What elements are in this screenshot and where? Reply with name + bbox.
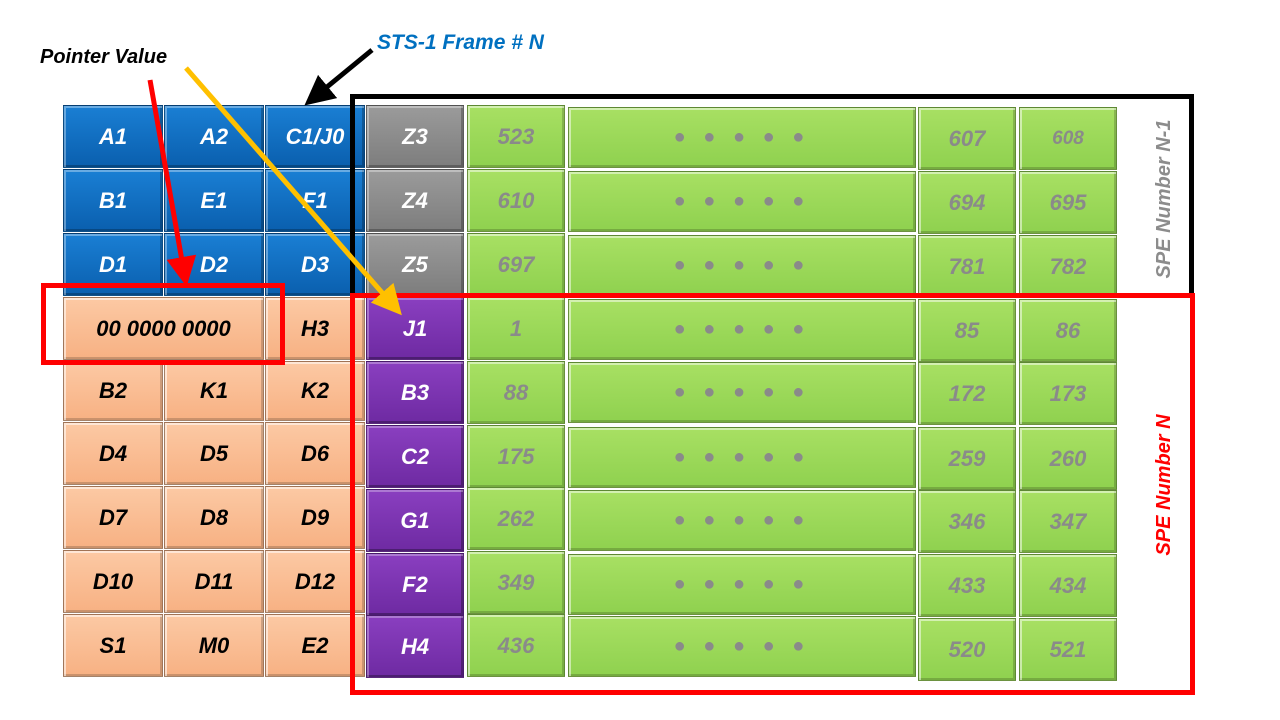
payload-cell-first: 349 (467, 551, 565, 614)
j1-arrow (184, 66, 402, 316)
payload-cell-penultimate: 607 (918, 107, 1016, 170)
payload-ellipsis: ● ● ● ● ● (568, 235, 916, 296)
overhead-cell-k1: K1 (164, 361, 264, 421)
poh-cell-f2: F2 (366, 553, 464, 616)
payload-cell-penultimate: 172 (918, 362, 1016, 425)
poh-cell-g1: G1 (366, 489, 464, 552)
sts1-frame-label: STS-1 Frame # N (377, 31, 544, 54)
payload-cell-penultimate: 694 (918, 171, 1016, 234)
overhead-cell-d11: D11 (164, 550, 264, 613)
frame-arrow (304, 48, 374, 106)
payload-ellipsis: ● ● ● ● ● (568, 490, 916, 551)
payload-ellipsis: ● ● ● ● ● (568, 299, 916, 360)
overhead-cell-m0: M0 (164, 614, 264, 677)
payload-ellipsis: ● ● ● ● ● (568, 554, 916, 615)
poh-cell-z3: Z3 (366, 105, 464, 168)
overhead-cell-f1: F1 (265, 169, 365, 232)
payload-cell-penultimate: 520 (918, 618, 1016, 681)
payload-cell-first: 436 (467, 614, 565, 677)
payload-cell-last: 86 (1019, 299, 1117, 362)
overhead-cell-s1: S1 (63, 614, 163, 677)
payload-cell-last: 521 (1019, 618, 1117, 681)
poh-cell-z4: Z4 (366, 169, 464, 232)
pointer-value-cell: 00 0000 0000 (63, 297, 264, 360)
poh-cell-h4: H4 (366, 615, 464, 678)
payload-cell-penultimate: 346 (918, 490, 1016, 553)
payload-cell-last: 173 (1019, 362, 1117, 425)
poh-cell-c2: C2 (366, 425, 464, 488)
payload-cell-last: 695 (1019, 171, 1117, 234)
payload-cell-first: 175 (467, 425, 565, 488)
payload-cell-first: 610 (467, 169, 565, 232)
spe-curr-box (350, 293, 1195, 695)
overhead-cell-d6: D6 (265, 422, 365, 485)
overhead-cell-e2: E2 (265, 614, 365, 677)
payload-ellipsis: ● ● ● ● ● (568, 362, 916, 423)
overhead-cell-b1: B1 (63, 169, 163, 232)
payload-cell-last: 608 (1019, 107, 1117, 170)
payload-cell-last: 347 (1019, 490, 1117, 553)
spe-prev-box (350, 94, 1194, 297)
pointer-value-label: Pointer Value (40, 46, 168, 68)
payload-cell-last: 434 (1019, 554, 1117, 617)
overhead-cell-k2: K2 (265, 361, 365, 421)
overhead-cell-d8: D8 (164, 486, 264, 549)
payload-cell-last: 782 (1019, 235, 1117, 298)
payload-cell-first: 697 (467, 233, 565, 296)
payload-cell-penultimate: 259 (918, 427, 1016, 490)
payload-ellipsis: ● ● ● ● ● (568, 427, 916, 488)
overhead-cell-e1: E1 (164, 169, 264, 232)
overhead-cell-d7: D7 (63, 486, 163, 549)
payload-cell-last: 260 (1019, 427, 1117, 490)
payload-ellipsis: ● ● ● ● ● (568, 107, 916, 168)
overhead-cell-b2: B2 (63, 361, 163, 421)
payload-ellipsis: ● ● ● ● ● (568, 616, 916, 677)
payload-cell-first: 523 (467, 105, 565, 168)
overhead-cell-d9: D9 (265, 486, 365, 549)
overhead-cell-d12: D12 (265, 550, 365, 613)
overhead-cell-a1: A1 (63, 105, 163, 168)
overhead-cell-d4: D4 (63, 422, 163, 485)
payload-cell-first: 88 (467, 361, 565, 424)
payload-ellipsis: ● ● ● ● ● (568, 171, 916, 232)
payload-cell-penultimate: 781 (918, 235, 1016, 298)
payload-cell-penultimate: 433 (918, 554, 1016, 617)
overhead-cell-d10: D10 (63, 550, 163, 613)
pointer-arrow (147, 79, 197, 287)
overhead-cell-d3: D3 (265, 233, 365, 296)
overhead-cell-c1-j0: C1/J0 (265, 105, 365, 168)
payload-cell-first: 262 (467, 487, 565, 550)
overhead-cell-d5: D5 (164, 422, 264, 485)
poh-cell-b3: B3 (366, 361, 464, 424)
pointer-highlight-box (41, 283, 285, 365)
payload-cell-penultimate: 85 (918, 299, 1016, 362)
poh-cell-z5: Z5 (366, 233, 464, 296)
